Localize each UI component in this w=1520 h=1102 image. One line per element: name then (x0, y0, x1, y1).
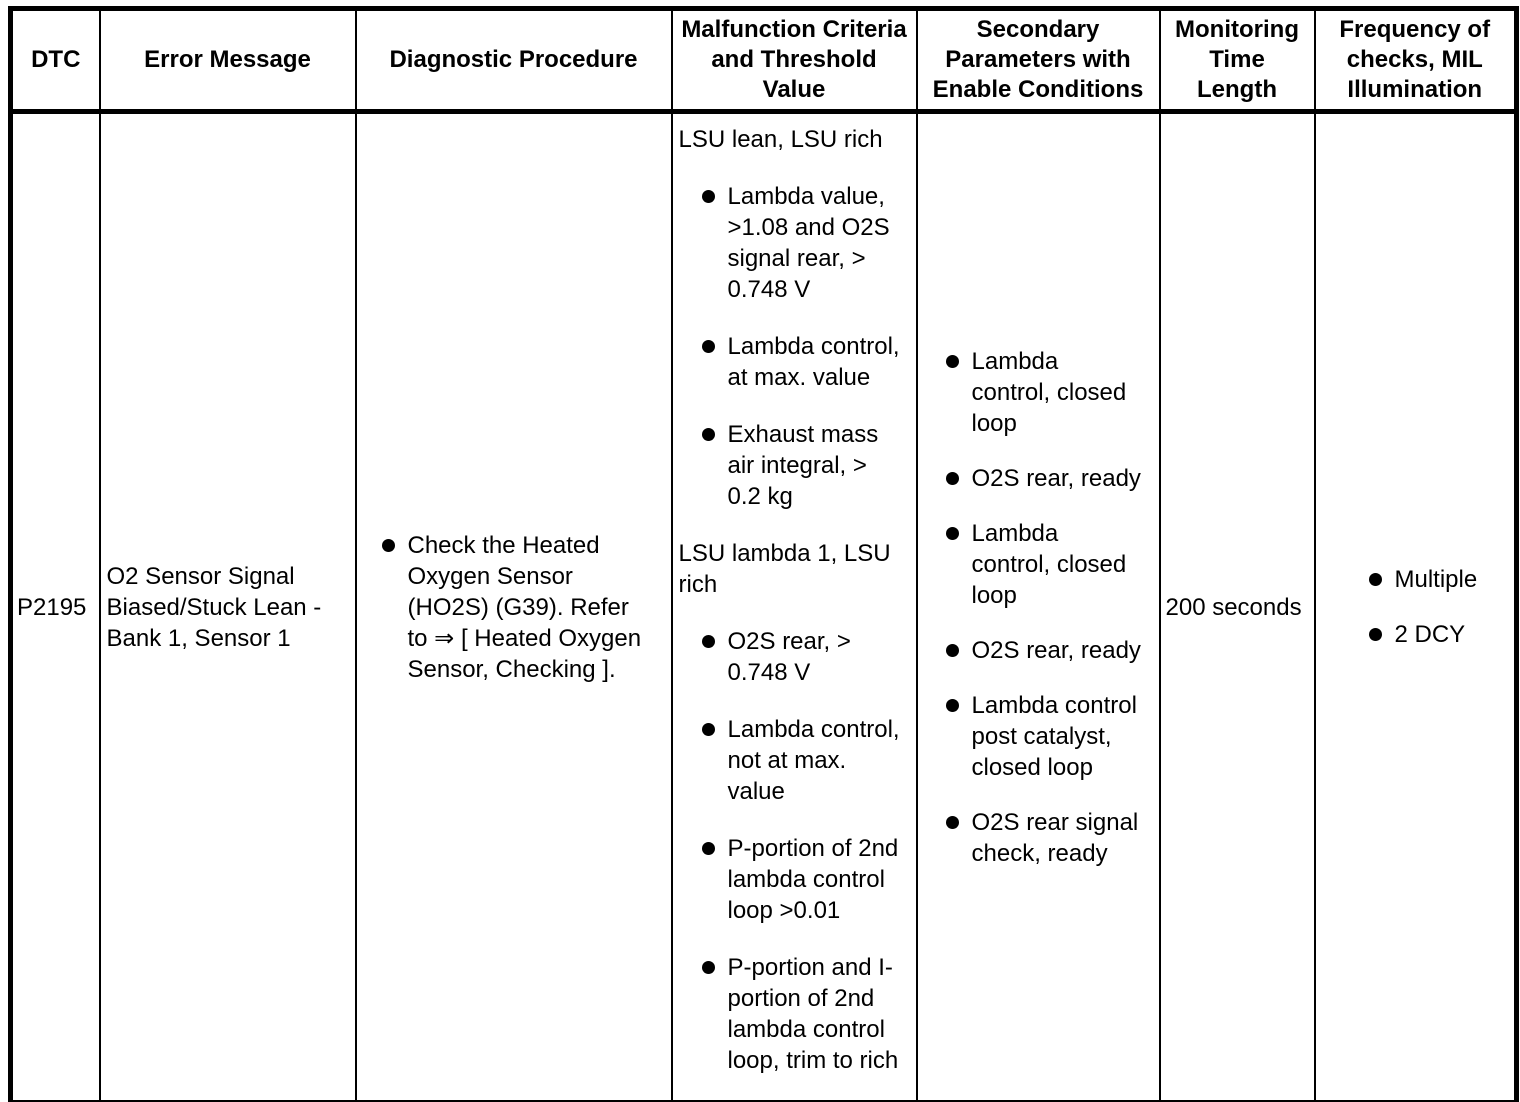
column-header-secondary-parameters: Secondary Parameters with Enable Conditi… (915, 7, 1161, 114)
dtc-table: DTC Error Message Diagnostic Procedure M… (8, 6, 1519, 1102)
list-item-text: P-portion of 2nd lambda control loop >0.… (727, 835, 899, 924)
bullet-icon (701, 635, 715, 648)
list-item-text: 2 DCY (1394, 621, 1466, 648)
list-item-text: O2S rear, > 0.748 V (727, 628, 851, 686)
bullet-icon (1368, 573, 1382, 586)
list-item: LSU lean, LSU rich (679, 124, 912, 155)
list-item-text: Lambda control, not at max. value (727, 716, 900, 805)
bullet-icon (945, 471, 959, 485)
list-item: Lambda control, closed loop (945, 518, 1157, 611)
bullet-icon (945, 643, 959, 657)
list-item: Lambda value, >1.08 and O2S signal rear,… (701, 181, 912, 305)
cell-malfunction-criteria: LSU lean, LSU rich Lambda value, >1.08 a… (670, 110, 918, 1102)
column-header-error-message: Error Message (98, 7, 357, 114)
list-item: Exhaust mass air integral, > 0.2 kg (701, 419, 912, 512)
list-item: Lambda control, closed loop (945, 346, 1157, 439)
dtc-code: P2195 (17, 593, 87, 621)
bullet-icon (701, 723, 715, 736)
list-item-text: Lambda control, closed loop (971, 519, 1127, 609)
column-header-malfunction-criteria: Malfunction Criteria and Threshold Value (670, 7, 918, 114)
list-item-text: O2S rear, ready (971, 464, 1141, 492)
list-item-text: Check the Heated Oxygen Sensor (HO2S) (G… (407, 531, 642, 683)
cell-diagnostic-procedure: Check the Heated Oxygen Sensor (HO2S) (G… (354, 110, 673, 1102)
bullet-icon (945, 815, 959, 829)
list-item: Lambda control, not at max. value (701, 714, 912, 807)
list-item: O2S rear, ready (945, 635, 1157, 666)
bullet-icon (701, 428, 715, 441)
list-item-text: Lambda control, at max. value (727, 333, 900, 391)
malfunction-criteria-list: LSU lean, LSU rich Lambda value, >1.08 a… (679, 124, 912, 1076)
list-item: P-portion and I-portion of 2nd lambda co… (701, 952, 912, 1076)
bullet-icon (701, 190, 715, 203)
cell-monitoring-time: 200 seconds (1158, 110, 1316, 1102)
list-item-text: Lambda control, closed loop (971, 347, 1127, 437)
bullet-icon (701, 961, 715, 974)
list-item: P-portion of 2nd lambda control loop >0.… (701, 833, 912, 926)
list-item-text: P-portion and I-portion of 2nd lambda co… (727, 954, 899, 1074)
secondary-parameters-list: Lambda control, closed loop O2S rear, re… (924, 346, 1157, 869)
cell-frequency: Multiple 2 DCY (1313, 110, 1518, 1102)
list-item: 2 DCY (1368, 619, 1515, 650)
cell-error-message: O2 Sensor Signal Biased/Stuck Lean - Ban… (98, 110, 357, 1102)
list-item-text: O2S rear, ready (971, 636, 1141, 664)
list-item-text: Lambda control post catalyst, closed loo… (971, 691, 1137, 781)
bullet-icon (945, 526, 959, 540)
list-item: O2S rear signal check, ready (945, 807, 1157, 869)
list-item: Lambda control post catalyst, closed loo… (945, 690, 1157, 783)
bullet-icon (701, 842, 715, 855)
error-message-text: O2 Sensor Signal Biased/Stuck Lean - Ban… (106, 562, 322, 652)
bullet-icon (945, 698, 959, 712)
list-item-text: LSU lean, LSU rich (678, 126, 883, 153)
frequency-list: Multiple 2 DCY (1316, 564, 1515, 650)
cell-dtc-code: P2195 (9, 110, 101, 1102)
list-item: Lambda control, at max. value (701, 331, 912, 393)
diagnostic-procedure-list: Check the Heated Oxygen Sensor (HO2S) (G… (363, 530, 667, 685)
list-item-text: LSU lambda 1, LSU rich (678, 540, 891, 598)
column-header-monitoring-time: Monitoring Time Length (1158, 7, 1316, 114)
list-item-text: Exhaust mass air integral, > 0.2 kg (727, 421, 879, 510)
column-header-diagnostic-procedure: Diagnostic Procedure (354, 7, 673, 114)
list-item: O2S rear, > 0.748 V (701, 626, 912, 688)
bullet-icon (945, 354, 959, 368)
bullet-icon (1368, 628, 1382, 641)
table-header-row: DTC Error Message Diagnostic Procedure M… (9, 7, 1518, 114)
list-item: LSU lambda 1, LSU rich (679, 538, 912, 600)
list-item-text: Lambda value, >1.08 and O2S signal rear,… (727, 183, 890, 303)
list-item: O2S rear, ready (945, 463, 1157, 494)
list-item: Check the Heated Oxygen Sensor (HO2S) (G… (381, 530, 667, 685)
list-item-text: O2S rear signal check, ready (971, 808, 1139, 867)
list-item-text: Multiple (1394, 566, 1478, 593)
table-row: P2195 O2 Sensor Signal Biased/Stuck Lean… (9, 110, 1518, 1102)
bullet-icon (381, 538, 395, 552)
list-item: Multiple (1368, 564, 1515, 595)
document-page: DTC Error Message Diagnostic Procedure M… (0, 6, 1520, 1102)
monitoring-time-text: 200 seconds (1165, 593, 1302, 621)
column-header-frequency: Frequency of checks, MIL Illumination (1313, 7, 1518, 114)
bullet-icon (701, 340, 715, 353)
cell-secondary-parameters: Lambda control, closed loop O2S rear, re… (915, 110, 1161, 1102)
column-header-dtc: DTC (9, 7, 101, 114)
